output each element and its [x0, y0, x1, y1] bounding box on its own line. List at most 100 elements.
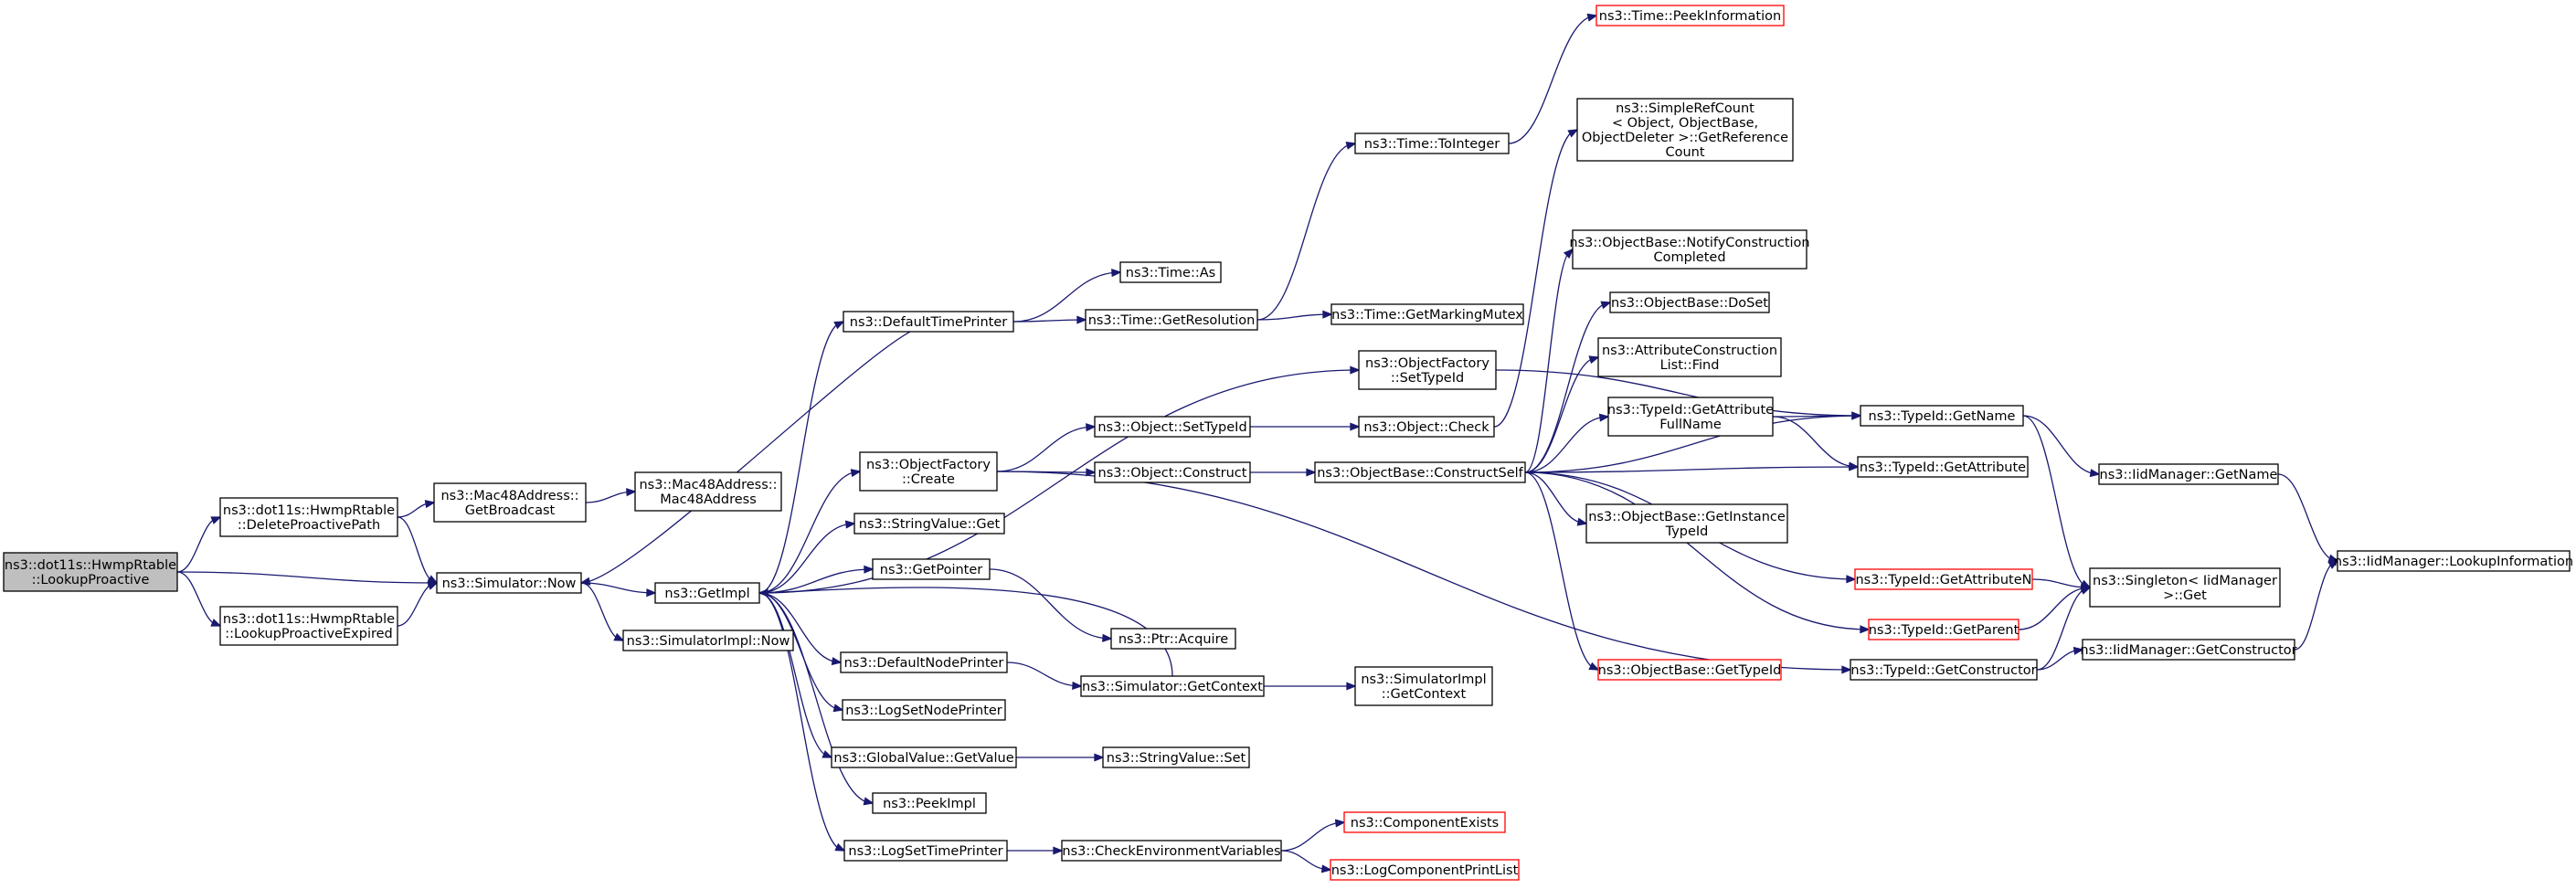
node-checkEnvVars[interactable]: ns3::CheckEnvironmentVariables — [1061, 840, 1282, 862]
node-typeIdGetAttribute[interactable]: ns3::TypeId::GetAttribute — [1857, 456, 2029, 478]
node-objectCheck[interactable]: ns3::Object::Check — [1358, 416, 1495, 438]
node-stringValueGet[interactable]: ns3::StringValue::Get — [853, 513, 1005, 534]
node-timeToInteger[interactable]: ns3::Time::ToInteger — [1354, 132, 1510, 154]
node-box-logComponentPrintList[interactable] — [1330, 859, 1520, 881]
node-simImplNow[interactable]: ns3::SimulatorImpl::Now — [622, 630, 794, 651]
node-globalValueGetValue[interactable]: ns3::GlobalValue::GetValue — [831, 746, 1017, 768]
node-logComponentPrintList[interactable]: ns3::LogComponentPrintList — [1330, 859, 1520, 881]
node-box-objectCheck[interactable] — [1358, 416, 1495, 438]
node-box-componentExists[interactable] — [1343, 811, 1506, 833]
node-box-iidManagerLookupInformation[interactable] — [2337, 550, 2571, 572]
node-box-objectBaseGetTypeId[interactable] — [1597, 659, 1782, 681]
node-box-typeIdGetAttribute[interactable] — [1857, 456, 2029, 478]
node-deleteProactive[interactable]: ns3::dot11s::HwmpRtable::DeleteProactive… — [219, 497, 398, 537]
node-box-objectBaseGetInstanceTypeId[interactable] — [1585, 503, 1788, 544]
node-timeAs[interactable]: ns3::Time::As — [1119, 261, 1222, 283]
node-box-simImplGetContext[interactable] — [1354, 666, 1493, 706]
node-getImpl[interactable]: ns3::GetImpl — [654, 582, 760, 604]
node-box-objectBaseConstructSelf[interactable] — [1314, 461, 1526, 483]
node-stringValueSet[interactable]: ns3::StringValue::Set — [1102, 746, 1250, 768]
node-objectSetTypeId[interactable]: ns3::Object::SetTypeId — [1094, 416, 1251, 438]
node-mac48ctor[interactable]: ns3::Mac48Address::Mac48Address — [634, 471, 782, 512]
node-iidManagerLookupInformation[interactable]: ns3::IidManager::LookupInformation — [2334, 550, 2573, 572]
node-objFactorySetTypeId[interactable]: ns3::ObjectFactory::SetTypeId — [1358, 350, 1497, 390]
node-componentExists[interactable]: ns3::ComponentExists — [1343, 811, 1506, 833]
node-root[interactable]: ns3::dot11s::HwmpRtable::LookupProactive — [3, 552, 178, 592]
node-box-mac48ctor[interactable] — [634, 471, 782, 512]
node-box-typeIdGetAttrFullName[interactable] — [1607, 397, 1774, 437]
node-box-simNow[interactable] — [436, 572, 582, 594]
node-box-timeAs[interactable] — [1119, 261, 1222, 283]
node-box-logSetNodePrinter[interactable] — [842, 699, 1006, 721]
node-defaultNodePrinter[interactable]: ns3::DefaultNodePrinter — [840, 651, 1008, 673]
node-box-attrConstructionFind[interactable] — [1597, 337, 1782, 377]
node-getBroadcast[interactable]: ns3::Mac48Address::GetBroadcast — [433, 482, 587, 523]
node-typeIdGetParent[interactable]: ns3::TypeId::GetParent — [1868, 619, 2019, 640]
node-typeIdGetName[interactable]: ns3::TypeId::GetName — [1860, 405, 2024, 427]
node-timeGetResolution[interactable]: ns3::Time::GetResolution — [1085, 309, 1258, 331]
node-lookupExpired[interactable]: ns3::dot11s::HwmpRtable::LookupProactive… — [219, 606, 398, 646]
node-box-deleteProactive[interactable] — [219, 497, 398, 537]
node-box-simpleRefCount[interactable] — [1576, 98, 1794, 162]
node-box-logSetTimePrinter[interactable] — [843, 840, 1008, 862]
node-box-timePeekInformation[interactable] — [1595, 5, 1785, 26]
node-box-defaultNodePrinter[interactable] — [840, 651, 1008, 673]
node-box-getImpl[interactable] — [654, 582, 760, 604]
node-box-stringValueSet[interactable] — [1102, 746, 1250, 768]
node-box-iidManagerGetName[interactable] — [2098, 463, 2279, 485]
node-box-simGetContext[interactable] — [1080, 675, 1265, 697]
node-box-typeIdGetParent[interactable] — [1868, 619, 2019, 640]
node-box-getBroadcast[interactable] — [433, 482, 587, 523]
node-box-timeGetMarkingMutex[interactable] — [1330, 303, 1524, 325]
node-box-stringValueGet[interactable] — [853, 513, 1005, 534]
node-box-timeGetResolution[interactable] — [1085, 309, 1258, 331]
node-box-ptrAcquire[interactable] — [1110, 628, 1236, 650]
node-ptrAcquire[interactable]: ns3::Ptr::Acquire — [1110, 628, 1236, 650]
node-peekImpl[interactable]: ns3::PeekImpl — [872, 792, 987, 814]
node-iidManagerGetName[interactable]: ns3::IidManager::GetName — [2098, 463, 2279, 485]
node-simNow[interactable]: ns3::Simulator::Now — [436, 572, 582, 594]
node-getPointer[interactable]: ns3::GetPointer — [872, 558, 991, 580]
node-box-iidManagerGetConstructor[interactable] — [2082, 639, 2295, 661]
node-box-lookupExpired[interactable] — [219, 606, 398, 646]
node-singletonGet[interactable]: ns3::Singleton< IidManager>::Get — [2089, 567, 2281, 608]
node-timePeekInformation[interactable]: ns3::Time::PeekInformation — [1595, 5, 1785, 26]
node-timeGetMarkingMutex[interactable]: ns3::Time::GetMarkingMutex — [1330, 303, 1524, 325]
node-box-simImplNow[interactable] — [622, 630, 794, 651]
node-notifyConstruction[interactable]: ns3::ObjectBase::NotifyConstructionCompl… — [1569, 229, 1810, 270]
node-objectBaseGetTypeId[interactable]: ns3::ObjectBase::GetTypeId — [1597, 659, 1782, 681]
node-box-typeIdGetConstructor[interactable] — [1850, 659, 2038, 681]
node-box-objectBaseDoSet[interactable] — [1609, 291, 1770, 313]
node-box-defaultTimePrinter[interactable] — [843, 311, 1014, 333]
node-box-objectSetTypeId[interactable] — [1094, 416, 1251, 438]
node-box-globalValueGetValue[interactable] — [831, 746, 1017, 768]
node-objectBaseConstructSelf[interactable]: ns3::ObjectBase::ConstructSelf — [1314, 461, 1526, 483]
node-box-typeIdGetAttributeN[interactable] — [1854, 568, 2033, 590]
node-typeIdGetAttributeN[interactable]: ns3::TypeId::GetAttributeN — [1854, 568, 2033, 590]
node-logSetNodePrinter[interactable]: ns3::LogSetNodePrinter — [842, 699, 1006, 721]
node-simGetContext[interactable]: ns3::Simulator::GetContext — [1080, 675, 1265, 697]
node-box-root[interactable] — [3, 552, 178, 592]
node-objectConstruct[interactable]: ns3::Object::Construct — [1094, 461, 1251, 483]
node-simpleRefCount[interactable]: ns3::SimpleRefCount< Object, ObjectBase,… — [1576, 98, 1794, 162]
node-objectBaseDoSet[interactable]: ns3::ObjectBase::DoSet — [1609, 291, 1770, 313]
node-simImplGetContext[interactable]: ns3::SimulatorImpl::GetContext — [1354, 666, 1493, 706]
node-box-timeToInteger[interactable] — [1354, 132, 1510, 154]
node-box-getPointer[interactable] — [872, 558, 991, 580]
node-defaultTimePrinter[interactable]: ns3::DefaultTimePrinter — [843, 311, 1014, 333]
node-box-objFactoryCreate[interactable] — [859, 451, 998, 492]
node-typeIdGetConstructor[interactable]: ns3::TypeId::GetConstructor — [1850, 659, 2038, 681]
node-box-notifyConstruction[interactable] — [1572, 229, 1807, 270]
node-box-singletonGet[interactable] — [2089, 567, 2281, 608]
node-box-typeIdGetName[interactable] — [1860, 405, 2024, 427]
node-iidManagerGetConstructor[interactable]: ns3::IidManager::GetConstructor — [2080, 639, 2297, 661]
node-box-objectConstruct[interactable] — [1094, 461, 1251, 483]
node-box-checkEnvVars[interactable] — [1061, 840, 1282, 862]
node-box-peekImpl[interactable] — [872, 792, 987, 814]
node-objFactoryCreate[interactable]: ns3::ObjectFactory::Create — [859, 451, 998, 492]
node-logSetTimePrinter[interactable]: ns3::LogSetTimePrinter — [843, 840, 1008, 862]
node-box-objFactorySetTypeId[interactable] — [1358, 350, 1497, 390]
